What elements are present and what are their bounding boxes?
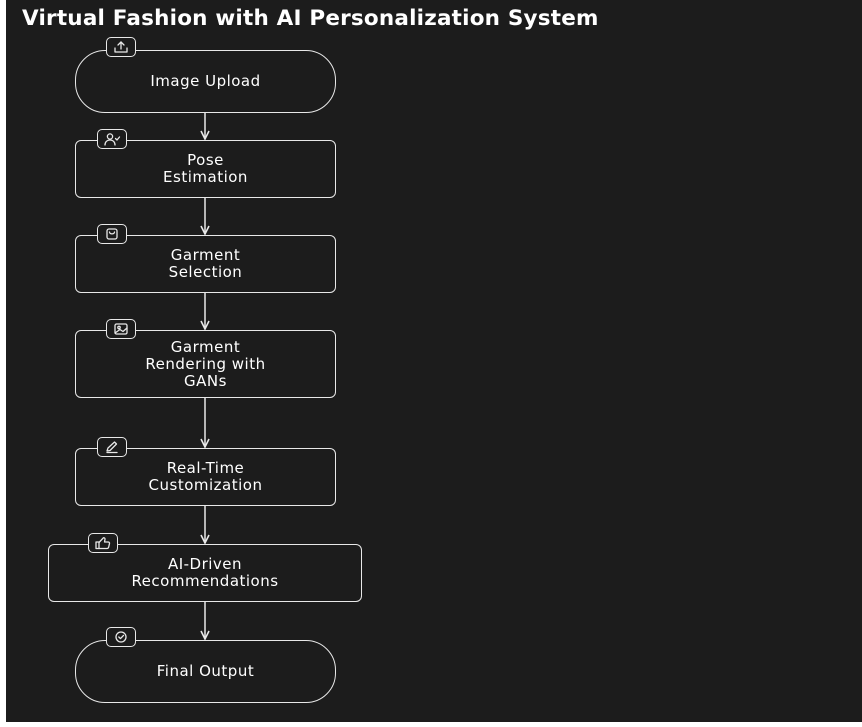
node-pose-estimation: Pose Estimation xyxy=(75,140,336,198)
pencil-icon xyxy=(97,437,127,457)
node-garment-selection: Garment Selection xyxy=(75,235,336,293)
node-garment-rendering: Garment Rendering with GANs xyxy=(75,330,336,398)
node-label: Real-Time Customization xyxy=(148,459,263,494)
image-icon xyxy=(106,319,136,339)
check-circle-icon xyxy=(106,627,136,647)
node-label: Garment Rendering with GANs xyxy=(145,337,266,390)
upload-icon xyxy=(106,37,136,57)
diagram-title: Virtual Fashion with AI Personalization … xyxy=(22,6,599,31)
user-check-icon xyxy=(97,129,127,149)
node-label: Image Upload xyxy=(150,72,261,90)
node-final-output: Final Output xyxy=(75,640,336,703)
node-ai-driven-recommendations: AI-Driven Recommendations xyxy=(48,544,362,602)
node-real-time-customization: Real-Time Customization xyxy=(75,448,336,506)
node-label: Final Output xyxy=(156,662,255,680)
node-label: Pose Estimation xyxy=(163,151,248,186)
node-label: Garment Selection xyxy=(168,246,243,281)
node-label: AI-Driven Recommendations xyxy=(131,555,279,590)
shopping-bag-icon xyxy=(97,224,127,244)
node-image-upload: Image Upload xyxy=(75,50,336,113)
thumbs-up-icon xyxy=(88,533,118,553)
